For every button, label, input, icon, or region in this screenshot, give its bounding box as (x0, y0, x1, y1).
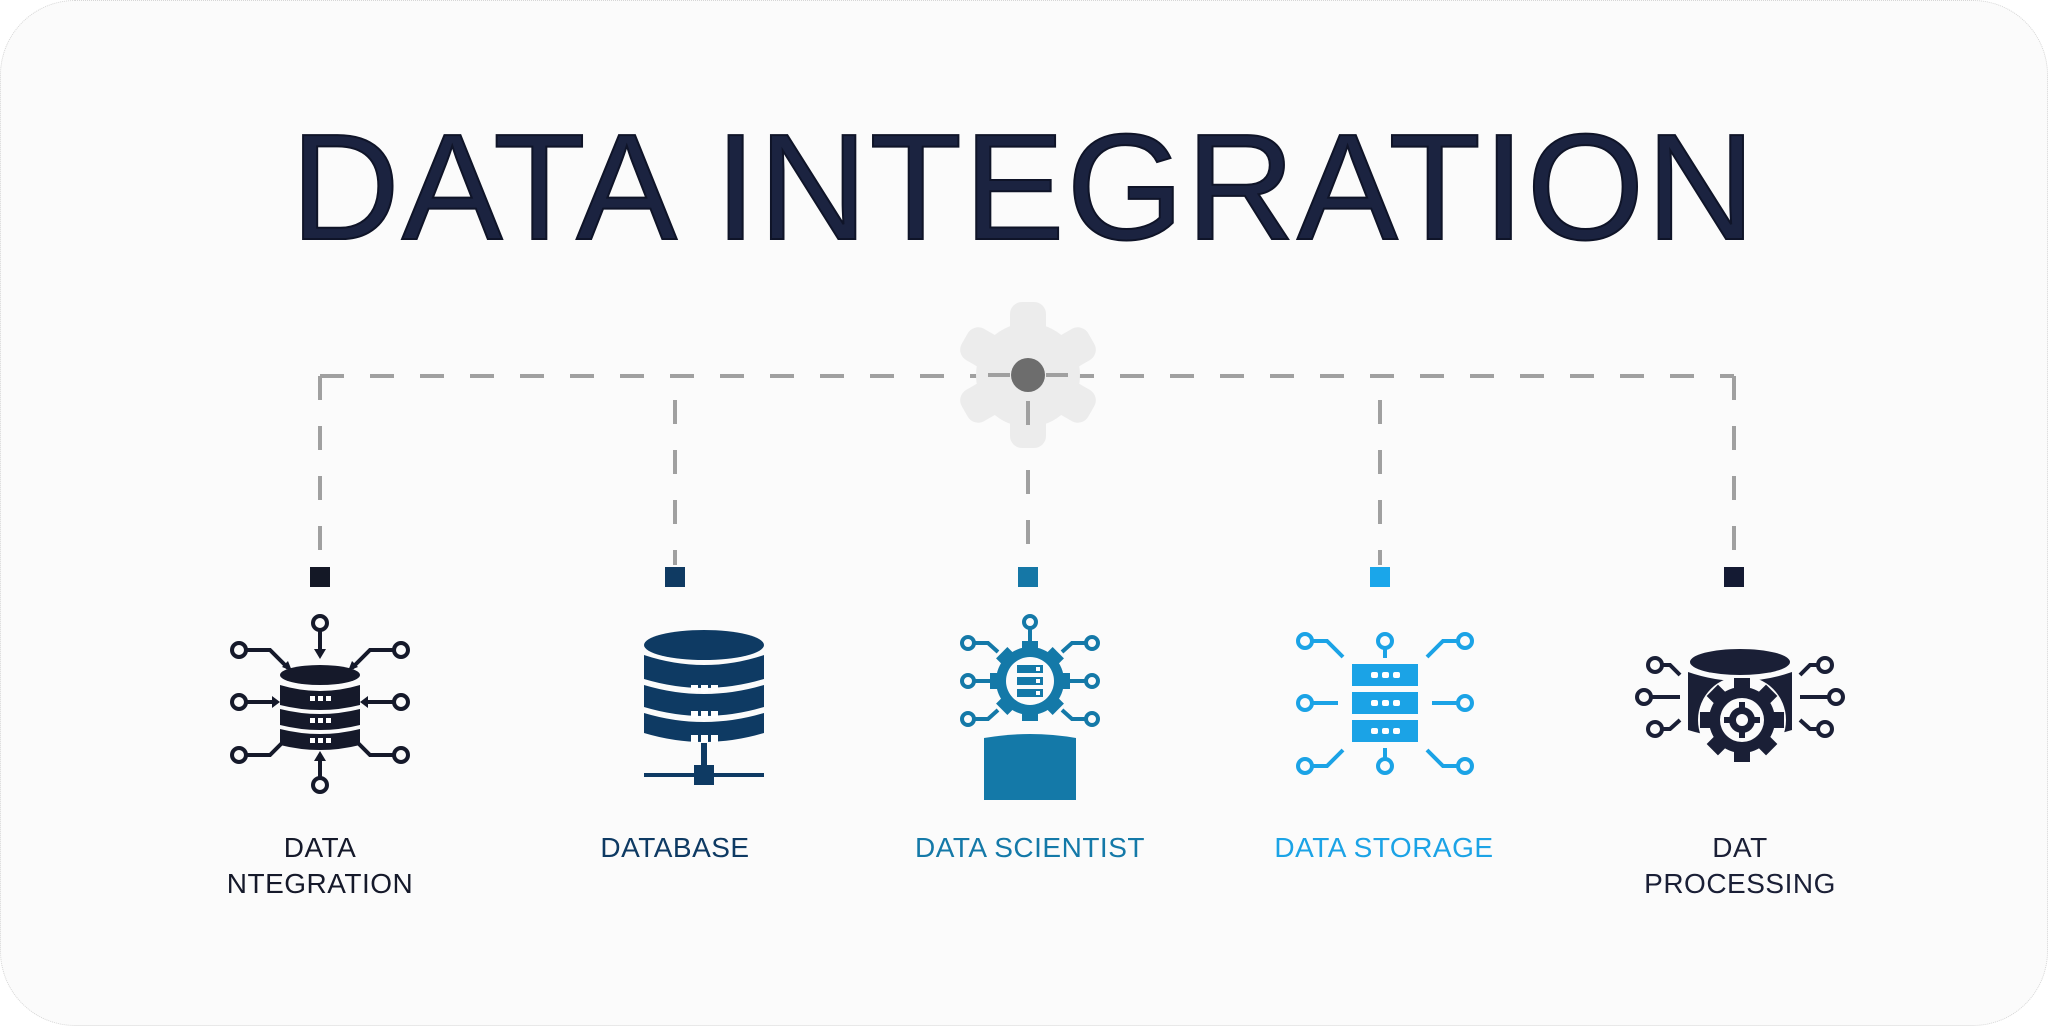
item-label-line1: DATA (283, 832, 357, 863)
connector-end-square-1 (310, 567, 330, 587)
connector-end-square-4 (1370, 567, 1390, 587)
item-label-line1: DATA STORAGE (1274, 832, 1494, 863)
item-label-database: DATABASE (515, 830, 835, 866)
item-label-line2: PROCESSING (1644, 868, 1836, 899)
item-label-line1: DATABASE (600, 832, 750, 863)
data-scientist-icon (960, 614, 1100, 800)
database-integration-icon (230, 614, 410, 794)
item-label-data-storage: DATA STORAGE (1224, 830, 1544, 866)
item-label-line1: DAT (1712, 832, 1768, 863)
item-label-line1: DATA SCIENTIST (915, 832, 1145, 863)
item-label-data-processing: DAT PROCESSING (1580, 830, 1900, 902)
page-title: DATA INTEGRATION (290, 102, 1758, 271)
connector-end-square-2 (665, 567, 685, 587)
database-gear-icon (1635, 649, 1845, 764)
item-label-data-integration: DATA NTEGRATION (160, 830, 480, 902)
database-network-icon (644, 630, 764, 785)
server-network-icon (1296, 632, 1474, 775)
item-label-line2: NTEGRATION (226, 868, 414, 899)
connector-end-square-5 (1724, 567, 1744, 587)
gear-icon (960, 302, 1096, 448)
hub-dot (1011, 358, 1045, 392)
connector-end-square-3 (1018, 567, 1038, 587)
item-label-data-scientist: DATA SCIENTIST (870, 830, 1190, 866)
